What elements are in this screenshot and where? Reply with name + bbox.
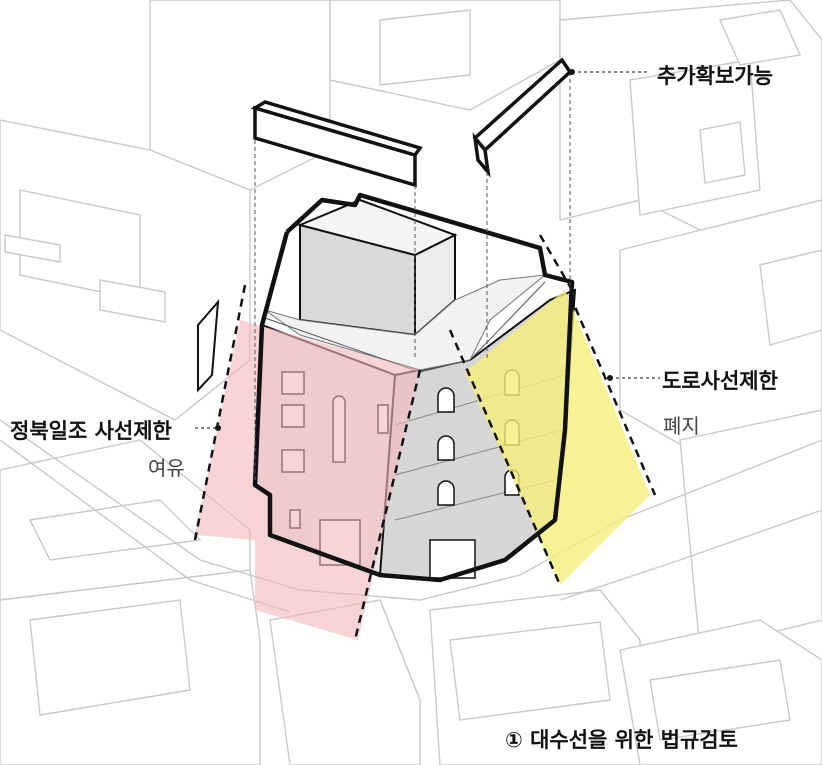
road-limit-zone — [465, 290, 650, 585]
figure-caption: ① 대수선을 위한 법규검토 — [505, 728, 738, 752]
projection-lines — [254, 72, 571, 480]
label-extra: 추가확보가능 — [657, 64, 773, 88]
road-limit-dashes — [448, 234, 657, 586]
leader-dots — [215, 69, 613, 431]
label-road-limit: 도로사선제한 — [662, 369, 778, 393]
parapet — [264, 281, 546, 373]
roof-volume-top — [296, 198, 458, 257]
building-outline — [252, 192, 575, 583]
north-limit-zone — [195, 320, 420, 640]
label-north-limit: 정북일조 사선제한 — [10, 419, 172, 443]
label-road-limit-sub: 폐지 — [663, 414, 700, 438]
label-north-limit-sub: 여유 — [148, 456, 185, 480]
leader-lines — [195, 71, 660, 429]
north-limit-dashes — [193, 284, 422, 641]
side-plane — [197, 299, 220, 393]
